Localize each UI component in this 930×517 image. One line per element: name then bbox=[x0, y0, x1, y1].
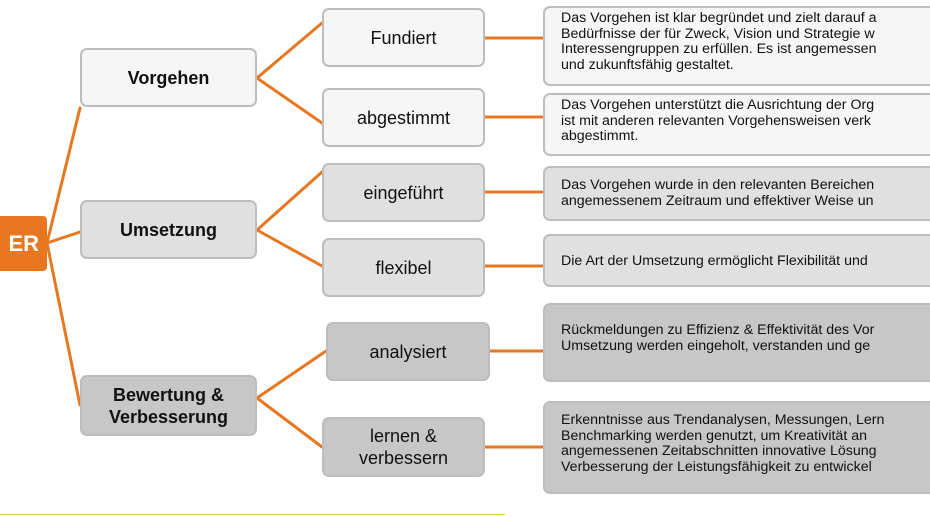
description-line: Interessengruppen zu erfüllen. Es ist an… bbox=[561, 41, 877, 58]
category-label: Vorgehen bbox=[127, 67, 210, 88]
root-label: ER bbox=[8, 230, 39, 256]
criterion-label-line-1: lernen & bbox=[369, 426, 438, 446]
description-line: Das Vorgehen unterstützt die Ausrichtung… bbox=[561, 97, 875, 113]
criterion-label: analysiert bbox=[369, 341, 447, 362]
criterion-lernen-verbessern: lernen & verbessern bbox=[322, 417, 485, 477]
description-line: Erkenntnisse aus Trendanalysen, Messunge… bbox=[561, 412, 885, 428]
criterion-label-line-2: verbessern bbox=[358, 448, 449, 468]
connector-root-umsetzung bbox=[45, 230, 82, 245]
description-line: Das Vorgehen ist klar begründet und ziel… bbox=[561, 10, 877, 26]
connector-vorgehen-fundiert bbox=[255, 21, 324, 80]
criterion-abgestimmt: abgestimmt bbox=[322, 88, 485, 147]
description-fundiert: Das Vorgehen ist klar begründet und ziel… bbox=[543, 6, 930, 86]
description-line: abgestimmt. bbox=[561, 128, 639, 145]
description-line: angemessenem Zeitraum und effektiver Wei… bbox=[561, 192, 874, 209]
connector-bewertung-lernen bbox=[255, 396, 324, 449]
criterion-eingefuehrt: eingeführt bbox=[322, 163, 485, 222]
description-line: Bedürfnisse der für Zweck, Vision und St… bbox=[561, 25, 875, 42]
criterion-analysiert: analysiert bbox=[326, 322, 490, 381]
criterion-label: abgestimmt bbox=[356, 107, 451, 128]
description-line: Umsetzung werden eingeholt, verstanden u… bbox=[561, 337, 871, 354]
category-label: Umsetzung bbox=[119, 219, 217, 240]
footer-divider bbox=[0, 514, 505, 515]
description-eingefuehrt: Das Vorgehen wurde in den relevanten Ber… bbox=[543, 166, 930, 221]
criterion-fundiert: Fundiert bbox=[322, 8, 485, 67]
category-bewertung-verbesserung: Bewertung & Verbesserung bbox=[80, 375, 257, 436]
category-vorgehen: Vorgehen bbox=[80, 48, 257, 107]
description-line: Rückmeldungen zu Effizienz & Effektivitä… bbox=[561, 322, 875, 338]
connector-root-vorgehen bbox=[45, 106, 82, 245]
description-line: Benchmarking werden genutzt, um Kreativi… bbox=[561, 427, 867, 444]
description-line: Die Art der Umsetzung ermöglicht Flexibi… bbox=[561, 253, 868, 269]
root-node: ER bbox=[0, 216, 47, 271]
description-line: Verbesserung der Leistungsfähigkeit zu e… bbox=[561, 458, 872, 475]
category-label-line-1: Bewertung & bbox=[112, 384, 224, 405]
connector-umsetzung-eingefuehrt bbox=[255, 170, 324, 232]
category-label-line-2: Verbesserung bbox=[108, 406, 229, 427]
connector-root-bewertung bbox=[45, 241, 82, 407]
criterion-label: Fundiert bbox=[370, 27, 437, 48]
description-line: und zukunftsfähig gestaltet. bbox=[561, 56, 734, 73]
description-lernen-verbessern: Erkenntnisse aus Trendanalysen, Messunge… bbox=[543, 401, 930, 494]
description-line: ist mit anderen relevanten Vorgehensweis… bbox=[561, 112, 871, 129]
criterion-flexibel: flexibel bbox=[322, 238, 485, 297]
connector-vorgehen-abgestimmt bbox=[255, 76, 324, 125]
description-flexibel: Die Art der Umsetzung ermöglicht Flexibi… bbox=[543, 234, 930, 287]
criterion-label: flexibel bbox=[375, 257, 432, 278]
description-analysiert: Rückmeldungen zu Effizienz & Effektivitä… bbox=[543, 303, 930, 382]
description-line: Das Vorgehen wurde in den relevanten Ber… bbox=[561, 177, 875, 193]
description-line: angemessenen Zeitabschnitten innovative … bbox=[561, 443, 877, 460]
criterion-label: eingeführt bbox=[363, 182, 444, 203]
connector-bewertung-analysiert bbox=[255, 349, 328, 400]
description-abgestimmt: Das Vorgehen unterstützt die Ausrichtung… bbox=[543, 93, 930, 156]
category-umsetzung: Umsetzung bbox=[80, 200, 257, 259]
connector-umsetzung-flexibel bbox=[255, 228, 324, 268]
